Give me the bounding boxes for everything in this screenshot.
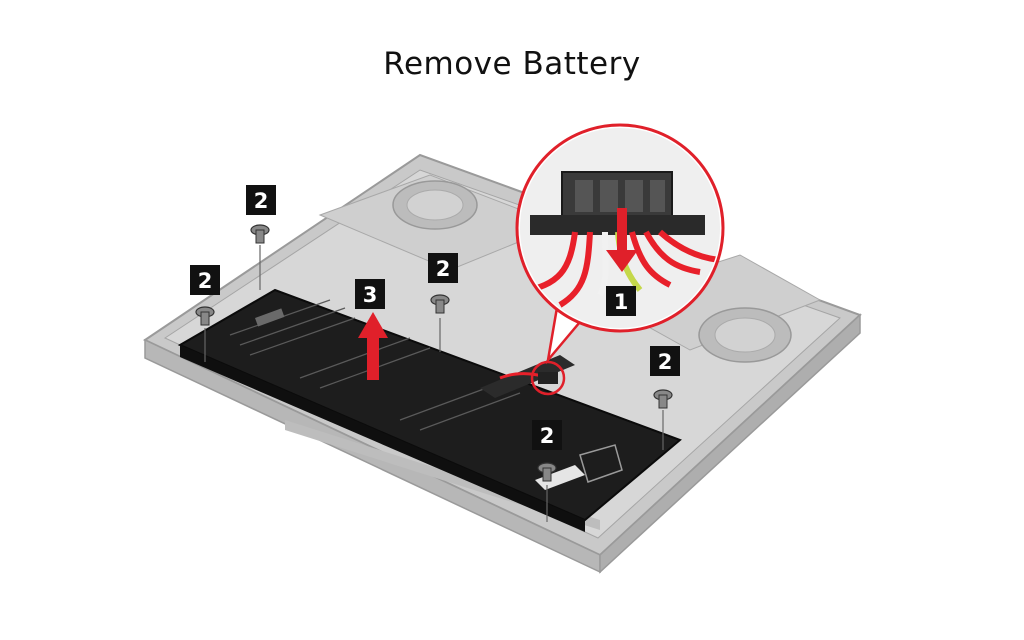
svg-text:2: 2 bbox=[198, 269, 213, 293]
fan-icon bbox=[698, 307, 792, 363]
svg-text:3: 3 bbox=[363, 283, 378, 307]
svg-text:2: 2 bbox=[436, 257, 451, 281]
svg-text:1: 1 bbox=[614, 290, 629, 314]
screw-icon bbox=[653, 389, 673, 450]
screw-icon bbox=[430, 294, 450, 352]
svg-text:2: 2 bbox=[658, 350, 673, 374]
up-arrow-icon bbox=[358, 312, 388, 380]
callout-step-2: 2 bbox=[650, 346, 680, 376]
battery bbox=[177, 288, 682, 532]
page-title: Remove Battery bbox=[383, 46, 641, 82]
callout-step-2: 2 bbox=[532, 420, 562, 450]
down-arrow-icon bbox=[606, 208, 638, 272]
connector-highlight bbox=[530, 360, 566, 396]
callout-step-2: 2 bbox=[428, 253, 458, 283]
callout-step-3: 3 bbox=[355, 279, 385, 309]
callout-step-2: 2 bbox=[246, 185, 276, 215]
callout-step-1: 1 bbox=[606, 286, 636, 316]
callout-step-2: 2 bbox=[190, 265, 220, 295]
svg-text:2: 2 bbox=[254, 189, 269, 213]
screw-icon bbox=[537, 462, 557, 522]
connector-icon bbox=[538, 372, 558, 384]
connector-detail-zoom bbox=[515, 123, 725, 333]
fan-icon bbox=[392, 180, 478, 230]
svg-text:2: 2 bbox=[540, 424, 555, 448]
screw-icon bbox=[195, 306, 215, 362]
screw-icon bbox=[250, 224, 270, 290]
